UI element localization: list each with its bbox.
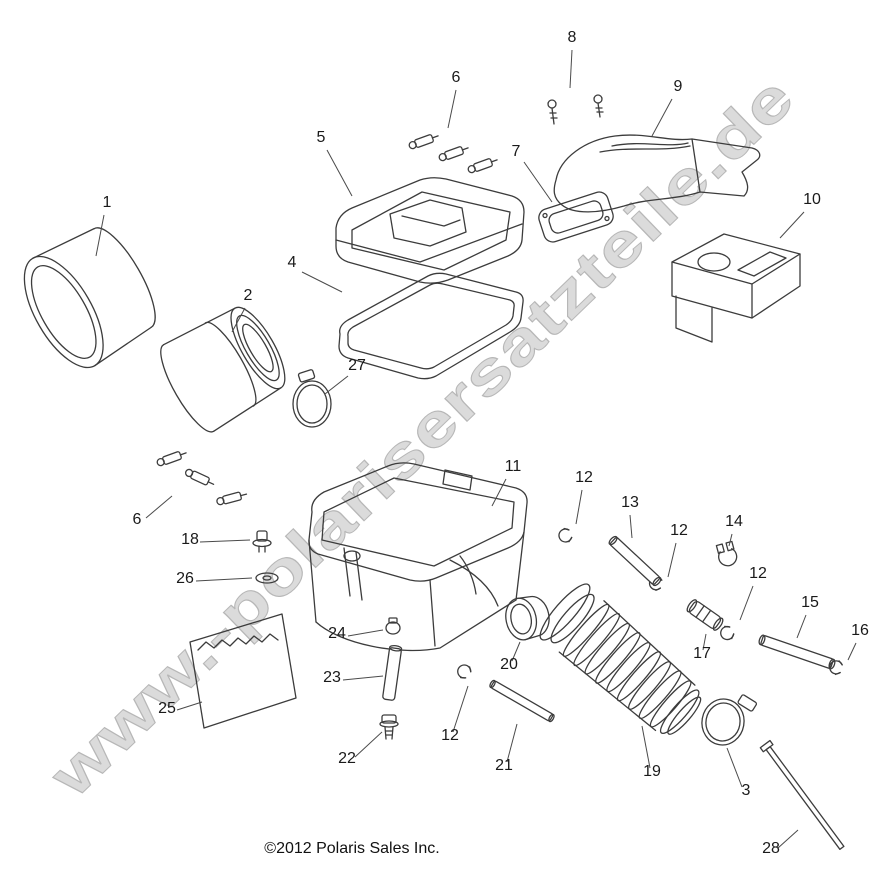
part-18-bolt <box>252 530 272 553</box>
part-12-clip-a <box>558 527 573 543</box>
part-6-fittings-top <box>408 134 498 174</box>
callout-24: 24 <box>328 625 346 642</box>
callout-26: 26 <box>176 570 194 587</box>
callout-labels: 1 2 27 5 6 8 7 9 10 4 6 11 12 13 12 14 1… <box>103 29 869 857</box>
part-11-airbox-body <box>308 462 528 652</box>
callout-3: 3 <box>742 782 751 799</box>
part-21-tube <box>489 679 555 723</box>
callout-20: 20 <box>500 656 518 673</box>
part-13-hose <box>608 535 662 587</box>
part-2-filter-tube <box>160 306 286 433</box>
callout-8: 8 <box>568 29 577 46</box>
callout-4: 4 <box>288 254 297 271</box>
callout-16: 16 <box>851 622 869 639</box>
callout-23: 23 <box>323 669 341 686</box>
part-20-seal-ring <box>505 595 550 641</box>
part-1-intake-tube <box>23 227 156 369</box>
part-8-screws <box>547 94 604 125</box>
callout-25: 25 <box>158 700 176 717</box>
callout-21: 21 <box>495 757 513 774</box>
part-6-fittings-left <box>156 451 248 506</box>
callout-9: 9 <box>674 78 683 95</box>
callout-2: 2 <box>244 287 253 304</box>
callout-1: 1 <box>103 194 112 211</box>
part-5-airbox-lid <box>335 177 525 284</box>
callout-10: 10 <box>803 191 821 208</box>
part-4-gasket <box>338 272 524 380</box>
callout-14: 14 <box>725 513 743 530</box>
callout-12-a: 12 <box>575 469 593 486</box>
callout-12-d: 12 <box>441 727 459 744</box>
callout-11: 11 <box>505 458 522 475</box>
part-28-rod <box>759 739 845 850</box>
part-22-bolt <box>379 714 399 740</box>
leader-lines <box>95 49 857 849</box>
part-9-intake-duct <box>553 134 761 213</box>
watermark-text: www.-polarisersatzteile.de <box>37 63 807 810</box>
callout-12-c: 12 <box>749 565 767 582</box>
part-14-spring-clamp <box>715 540 738 567</box>
part-23-tube <box>382 644 403 701</box>
part-24-clamp <box>385 617 401 635</box>
callout-28: 28 <box>762 840 780 857</box>
part-12-clip-d <box>720 625 735 641</box>
callout-12-b: 12 <box>670 522 688 539</box>
part-25-foam-sheet <box>189 613 297 729</box>
callout-18: 18 <box>181 531 199 548</box>
callout-7: 7 <box>512 143 521 160</box>
part-26-washer <box>255 572 279 584</box>
part-15-hose <box>758 634 836 670</box>
callout-13: 13 <box>621 494 639 511</box>
callout-17: 17 <box>693 645 711 662</box>
part-10-foam-block <box>671 233 801 343</box>
part-27-hose-clamp <box>292 369 332 428</box>
part-16-clip <box>829 660 843 676</box>
callout-6-left: 6 <box>133 511 142 528</box>
part-17-fitting <box>686 599 724 631</box>
part-19-bellows-duct <box>539 583 702 735</box>
callout-15: 15 <box>801 594 819 611</box>
callout-22: 22 <box>338 750 356 767</box>
part-3-hose-clamp <box>701 694 758 746</box>
part-12-clip-c <box>457 664 472 679</box>
part-7-adapter-plate <box>538 191 614 243</box>
callout-5: 5 <box>317 129 326 146</box>
copyright-text: ©2012 Polaris Sales Inc. <box>264 840 439 857</box>
callout-6-top: 6 <box>452 69 461 86</box>
callout-19: 19 <box>643 763 661 780</box>
callout-27: 27 <box>348 357 366 374</box>
